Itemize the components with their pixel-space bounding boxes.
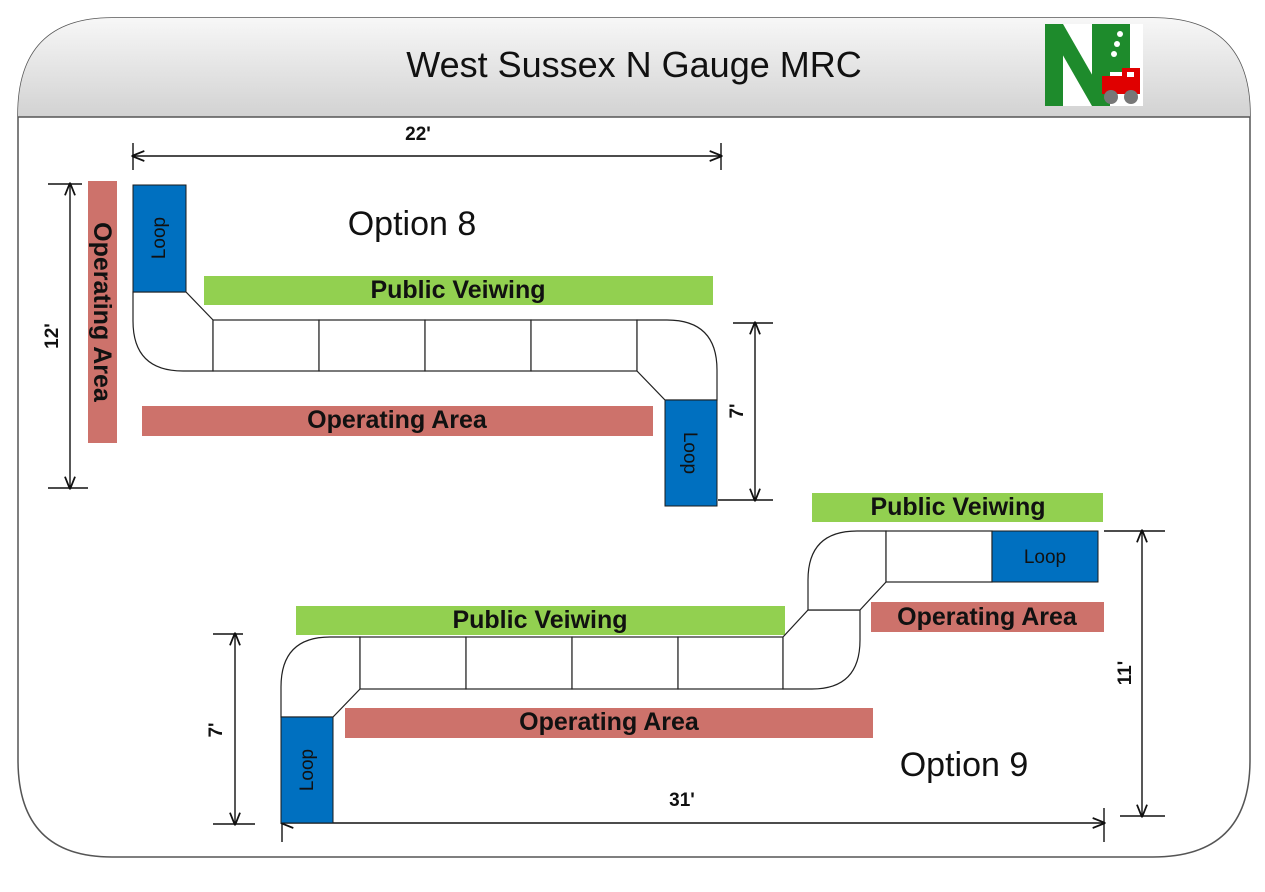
- option-8-loop-bottom: [664, 399, 718, 507]
- option-8-operating-area-horizontal: [142, 406, 653, 436]
- option-9-operating-area-upper: [871, 602, 1104, 632]
- train-logo-icon: [1045, 24, 1143, 106]
- option-9-operating-area-main: [345, 708, 873, 738]
- option-8-public-viewing-text: Public Veiwing: [370, 276, 545, 304]
- option-9-height-text: 11': [1115, 661, 1136, 686]
- option-9-track-section: [571, 636, 679, 690]
- option-8-right-text: 7': [727, 403, 748, 418]
- option-8-loop-top: [132, 184, 187, 293]
- option-8-track-section: [318, 319, 426, 372]
- option-9-public-viewing-upper-text: Public Veiwing: [870, 493, 1045, 521]
- option-9-track-section: [359, 636, 467, 690]
- option-9-loop-left-text: Loop: [297, 749, 318, 791]
- option-8-operating-area-horizontal-text: Operating Area: [307, 406, 488, 434]
- option-9-track-section: [465, 636, 573, 690]
- option-8-loop-bottom-text: Loop: [679, 432, 700, 474]
- option-9-public-viewing-main-text: Public Veiwing: [452, 606, 627, 634]
- option-8-track-section: [424, 319, 532, 372]
- option-9-operating-area-upper-text: Operating Area: [897, 603, 1078, 631]
- option-8-track-section: [212, 319, 320, 372]
- option-8-height-text: 12': [42, 323, 63, 349]
- option-9-label: Option 9: [900, 746, 1029, 784]
- option-9-left-text: 7': [206, 722, 227, 737]
- option-8-track-section: [530, 319, 638, 372]
- option-9-public-viewing-upper: [812, 493, 1103, 522]
- option-8-public-viewing: [204, 276, 713, 305]
- option-8-loop-top-text: Loop: [149, 217, 170, 259]
- option-8-label: Option 8: [348, 205, 477, 243]
- option-9-bend-lower: [782, 609, 861, 690]
- option-9-operating-area-main-text: Operating Area: [519, 708, 700, 736]
- option-9-loop-left: [280, 716, 334, 824]
- option-9-track-section: [677, 636, 784, 690]
- option-9-width-text: 31': [669, 790, 695, 811]
- option-9-loop-right: [991, 530, 1099, 583]
- header-band: [18, 18, 1250, 117]
- option-8-width-text: 22': [405, 124, 431, 145]
- option-8-operating-area-vertical: [88, 181, 117, 443]
- page-title: West Sussex N Gauge MRC: [406, 44, 861, 85]
- option-9-track-section-upper: [885, 530, 993, 583]
- option-9-loop-right-text: Loop: [1024, 547, 1066, 568]
- option-8-operating-area-vertical-text: Operating Area: [88, 222, 116, 403]
- option-9-public-viewing-main: [296, 606, 785, 635]
